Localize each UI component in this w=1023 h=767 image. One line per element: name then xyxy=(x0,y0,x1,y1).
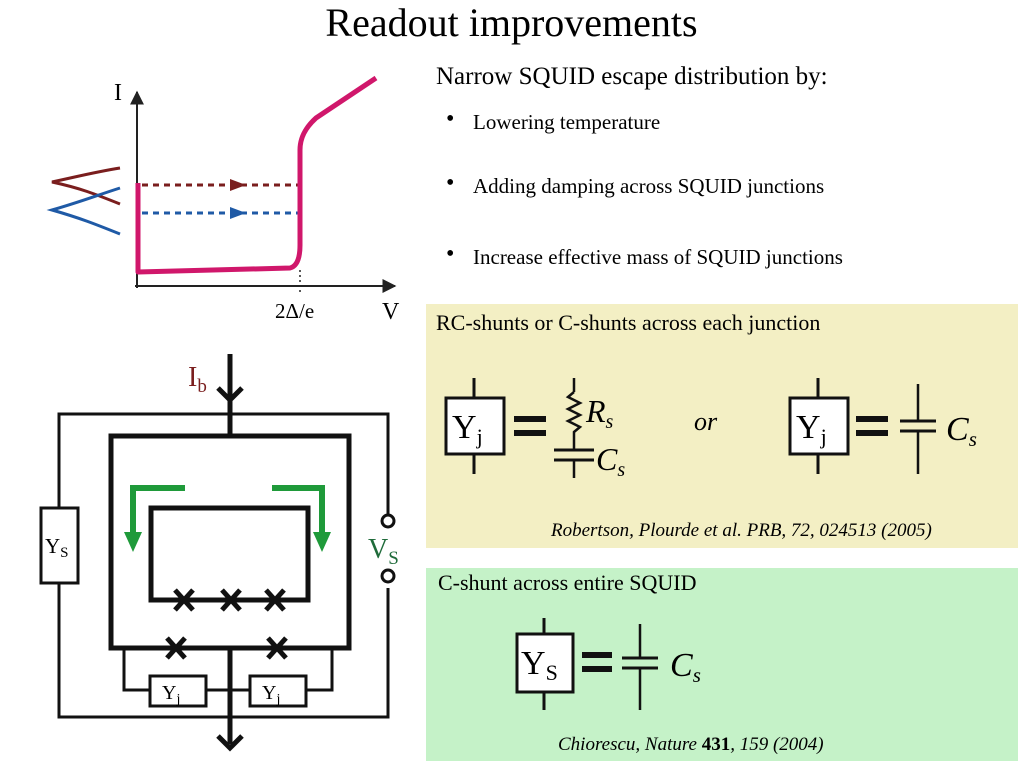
outer-squid-loop xyxy=(108,433,352,651)
r-main: R xyxy=(585,393,606,429)
rhs-lhs-main: Y xyxy=(796,409,821,446)
junction-admittance-text: Yj xyxy=(452,409,483,449)
shunt-label-sub: S xyxy=(60,545,68,561)
or-text: or xyxy=(694,407,718,436)
output-arrow xyxy=(216,734,244,752)
bias-arrow xyxy=(216,386,244,404)
c-main: C xyxy=(596,441,618,477)
equals-sign-squid xyxy=(582,652,612,672)
junction-admittance-box-left xyxy=(148,674,208,708)
outer-wire xyxy=(57,412,390,719)
outer-junctions xyxy=(165,636,288,660)
slide-title: Readout improvements xyxy=(325,0,698,45)
voltage-terminal-bottom xyxy=(380,568,396,584)
citation-post: , 159 (2004) xyxy=(730,734,824,755)
squid-shunt-title: C-shunt across entire SQUID xyxy=(438,570,697,595)
squid-shunt-citation: Chiorescu, Nature 431, 159 (2004) xyxy=(558,734,824,756)
rc-shunt-equation: Yj Rs Cs or Yj Cs xyxy=(444,378,977,481)
iv-curve xyxy=(135,75,378,275)
junction-right-sub: j xyxy=(275,692,280,707)
capacitor-label-right: Cs xyxy=(946,411,977,451)
squid-admittance-text: YS xyxy=(521,645,558,685)
lhs-sub: j xyxy=(476,424,483,449)
intro-text: Narrow SQUID escape distribution by: xyxy=(436,63,828,90)
citation-pre: Chiorescu, Nature xyxy=(558,734,702,755)
inner-junctions xyxy=(173,588,286,612)
switching-arrow-lower xyxy=(230,207,246,219)
circulation-arrow-right-head xyxy=(313,532,331,552)
c-sub: s xyxy=(617,459,625,481)
junction-admittance-label-right: Yj xyxy=(262,682,280,707)
equals-sign xyxy=(514,416,546,436)
shunt-admittance-label: YS xyxy=(45,534,69,561)
bullet-text: Adding damping across SQUID junctions xyxy=(473,174,825,198)
junction-admittance-symbol-right xyxy=(788,396,850,456)
bullet-dot: • xyxy=(446,106,455,132)
ys-main: Y xyxy=(521,645,546,682)
bias-label-sub: b xyxy=(197,376,207,397)
cr-main: C xyxy=(946,411,969,448)
lhs-main: Y xyxy=(452,409,477,446)
bias-label-main: I xyxy=(188,362,197,393)
rc-shunt-box: RC-shunts or C-shunts across each juncti… xyxy=(426,304,1018,548)
squid-circuit: Ib YS VS Yj Yj xyxy=(39,354,399,752)
capacitor-label: Cs xyxy=(596,441,625,481)
citation-volume: 431 xyxy=(701,734,731,755)
x-axis-label: V xyxy=(382,299,400,325)
bullet-dot: • xyxy=(446,241,455,267)
squid-admittance-symbol xyxy=(515,632,575,694)
voltage-label: VS xyxy=(368,534,399,569)
squid-shunt-equation: YS Cs xyxy=(515,618,701,710)
voltage-label-sub: S xyxy=(388,548,399,569)
circulation-arrow-right xyxy=(272,485,325,538)
bias-current-label: Ib xyxy=(188,362,207,397)
junction-left-sub: j xyxy=(175,692,180,707)
squid-capacitor-label: Cs xyxy=(670,647,701,687)
sc-sub: s xyxy=(693,663,701,687)
resistor-symbol xyxy=(565,391,583,444)
escape-distribution-lower xyxy=(46,186,121,236)
voltage-terminal-top xyxy=(380,513,396,529)
rhs-lhs-sub: j xyxy=(820,424,827,449)
rc-shunt-citation: Robertson, Plourde et al. PRB, 72, 02451… xyxy=(551,520,932,541)
r-sub: s xyxy=(606,411,614,433)
cr-sub: s xyxy=(969,427,977,451)
squid-shunt-box: C-shunt across entire SQUID YS Cs Chiore… xyxy=(426,568,1018,761)
junction-right-main: Y xyxy=(262,682,276,704)
ys-sub: S xyxy=(546,660,558,685)
bullet-text: Increase effective mass of SQUID junctio… xyxy=(473,245,843,269)
circulation-arrow-left-head xyxy=(124,532,142,552)
switching-arrow-upper xyxy=(230,179,246,191)
resistor-label: Rs xyxy=(585,393,614,433)
equals-sign-right xyxy=(856,416,888,436)
junction-admittance-symbol xyxy=(444,396,506,456)
junction-admittance-text-right: Yj xyxy=(796,409,827,449)
junction-left-main: Y xyxy=(162,682,176,704)
bullet-text: Lowering temperature xyxy=(473,110,661,134)
shunt-admittance-box xyxy=(39,506,80,585)
bullet-dot: • xyxy=(446,170,455,196)
junction-admittance-label-left: Yj xyxy=(162,682,180,707)
iv-plot: I V 2Δ/e xyxy=(46,75,400,325)
shunt-label-main: Y xyxy=(45,534,60,558)
voltage-label-main: V xyxy=(368,534,388,565)
inner-squid-loop xyxy=(148,505,311,603)
y-axis-label: I xyxy=(114,80,122,106)
circulation-arrow-left xyxy=(130,485,185,538)
rc-shunt-title: RC-shunts or C-shunts across each juncti… xyxy=(436,310,821,335)
junction-admittance-box-right xyxy=(248,674,308,708)
x-tick-label: 2Δ/e xyxy=(275,299,314,323)
sc-main: C xyxy=(670,647,693,684)
